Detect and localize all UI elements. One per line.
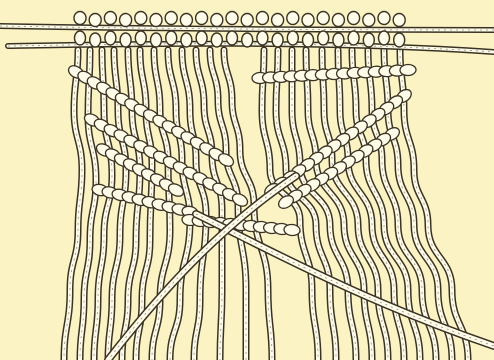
- mount-wrap-19: [348, 31, 359, 45]
- mount-loop-16: [302, 14, 314, 27]
- mount-loop-3: [104, 12, 116, 25]
- mount-loop-12: [241, 14, 253, 27]
- mount-wrap-17: [318, 31, 329, 45]
- mount-wrap-5: [135, 31, 146, 45]
- mount-loop-19: [348, 12, 360, 25]
- mount-loop-17: [317, 12, 329, 25]
- mount-wrap-3: [105, 31, 116, 45]
- mount-wrap-13: [257, 31, 268, 45]
- mount-wrap-2: [90, 33, 101, 47]
- mount-loop-22: [393, 14, 405, 27]
- mount-loop-11: [226, 12, 238, 25]
- mount-wrap-20: [363, 33, 374, 47]
- mount-wrap-22: [394, 33, 405, 47]
- mount-loop-4: [120, 14, 132, 27]
- mount-wrap-7: [166, 31, 177, 45]
- mount-loop-13: [256, 12, 268, 25]
- mount-wrap-11: [227, 31, 238, 45]
- mount-loop-10: [211, 14, 223, 27]
- mount-loop-8: [180, 14, 192, 27]
- mount-loop-14: [272, 14, 284, 27]
- mount-wrap-10: [211, 33, 222, 47]
- mount-loop-1: [74, 12, 86, 25]
- mount-loop-20: [363, 14, 375, 27]
- knot-row-right-1-knot-15: [400, 64, 417, 76]
- mount-loop-21: [378, 12, 390, 25]
- mount-wrap-15: [287, 31, 298, 45]
- mount-loop-2: [89, 14, 101, 27]
- mount-loop-9: [196, 12, 208, 25]
- mount-loop-18: [332, 14, 344, 27]
- mount-wrap-12: [242, 33, 253, 47]
- mount-wrap-4: [120, 33, 131, 47]
- mount-wrap-6: [151, 33, 162, 47]
- mount-loop-7: [165, 12, 177, 25]
- mount-wrap-21: [379, 31, 390, 45]
- mount-wrap-16: [303, 33, 314, 47]
- mount-wrap-1: [75, 31, 86, 45]
- mount-wrap-14: [272, 33, 283, 47]
- mount-wrap-9: [196, 31, 207, 45]
- mount-loop-5: [135, 12, 147, 25]
- mount-loop-15: [287, 12, 299, 25]
- mount-loop-6: [150, 14, 162, 27]
- mount-wrap-18: [333, 33, 344, 47]
- mount-wrap-8: [181, 33, 192, 47]
